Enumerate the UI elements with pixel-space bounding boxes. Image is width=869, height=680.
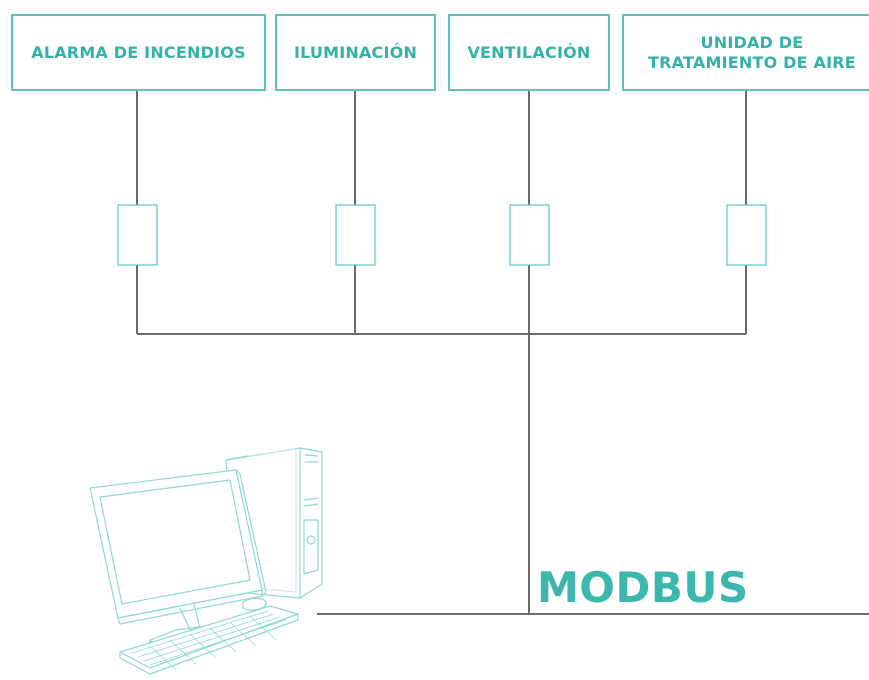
modbus-bus-label: MODBUS bbox=[537, 563, 749, 612]
gateway-module-icon bbox=[117, 204, 158, 266]
device-label-lighting: ILUMINACIÓN bbox=[293, 42, 418, 62]
device-label-ahu-line2: TRATAMIENTO DE AIRE bbox=[648, 52, 856, 72]
device-label-fire-alarm: ALARMA DE INCENDIOS bbox=[31, 42, 246, 62]
device-box-ventilation: VENTILACIÓN bbox=[448, 14, 610, 91]
device-box-lighting: ILUMINACIÓN bbox=[275, 14, 436, 91]
device-label-ahu-line1: UNIDAD DE bbox=[700, 32, 804, 52]
device-box-fire-alarm: ALARMA DE INCENDIOS bbox=[11, 14, 266, 91]
device-label-ventilation: VENTILACIÓN bbox=[467, 42, 591, 62]
gateway-module-icon bbox=[726, 204, 767, 266]
device-box-air-handling-unit: UNIDAD DE TRATAMIENTO DE AIRE bbox=[622, 14, 869, 91]
desktop-computer-icon bbox=[89, 447, 323, 675]
device-label-air-handling-unit: UNIDAD DE TRATAMIENTO DE AIRE bbox=[648, 33, 856, 73]
gateway-module-icon bbox=[509, 204, 550, 266]
gateway-module-icon bbox=[335, 204, 376, 266]
